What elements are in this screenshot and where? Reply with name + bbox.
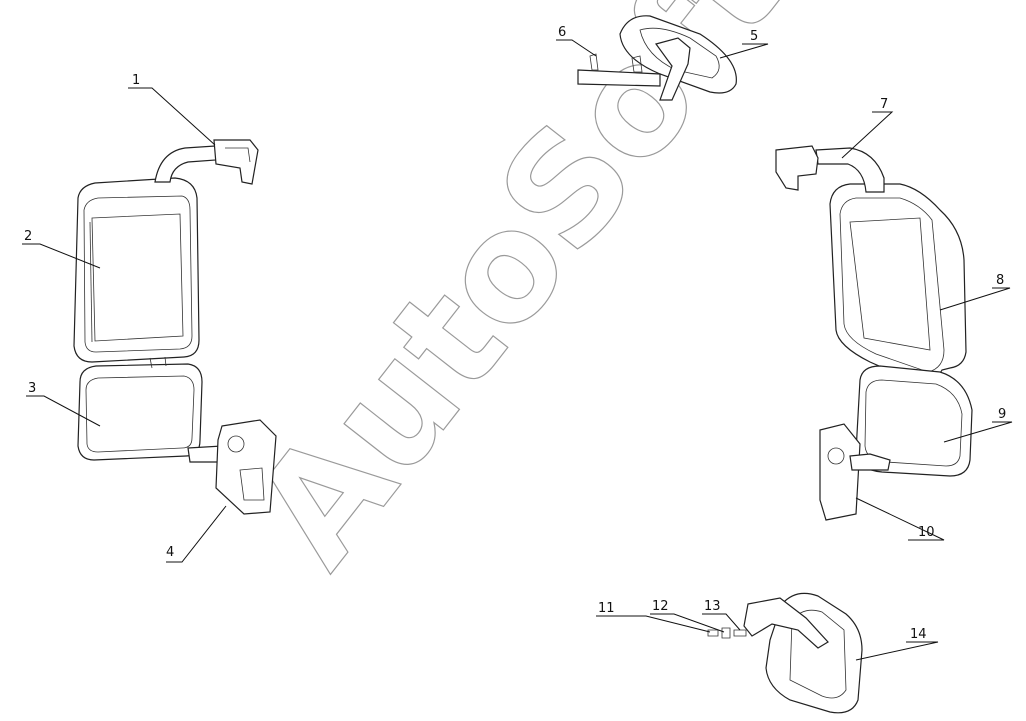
callout-3: 3: [28, 381, 36, 396]
callout-6: 6: [558, 25, 566, 40]
callout-13: 13: [704, 599, 721, 614]
callout-4: 4: [166, 545, 174, 560]
right-lower-bracket: [819, 423, 891, 521]
bottom-hardware: [707, 627, 747, 639]
callout-9: 9: [998, 407, 1006, 422]
callout-11: 11: [598, 601, 615, 616]
top-small-bracket: [577, 53, 661, 87]
left-main-mirror: [73, 177, 200, 363]
left-upper-arm: [154, 139, 259, 185]
callout-8: 8: [996, 273, 1004, 288]
bottom-small-mirror: [743, 592, 863, 714]
callout-12: 12: [652, 599, 669, 614]
left-lower-mirror: [77, 356, 203, 461]
top-small-mirror: [619, 15, 737, 101]
right-main-mirror: [829, 183, 967, 385]
leader-lines: [22, 39, 1013, 661]
callout-7: 7: [880, 97, 888, 112]
callout-2: 2: [24, 229, 32, 244]
left-lower-bracket: [187, 419, 277, 515]
callout-5: 5: [750, 29, 758, 44]
callout-14: 14: [910, 627, 927, 642]
callout-labels: 1 2 3 4 5 6 7 8 9 10 11 12 13 14: [24, 25, 1006, 642]
callout-1: 1: [132, 73, 140, 88]
callout-10: 10: [918, 525, 935, 540]
right-upper-arm: [775, 145, 885, 193]
